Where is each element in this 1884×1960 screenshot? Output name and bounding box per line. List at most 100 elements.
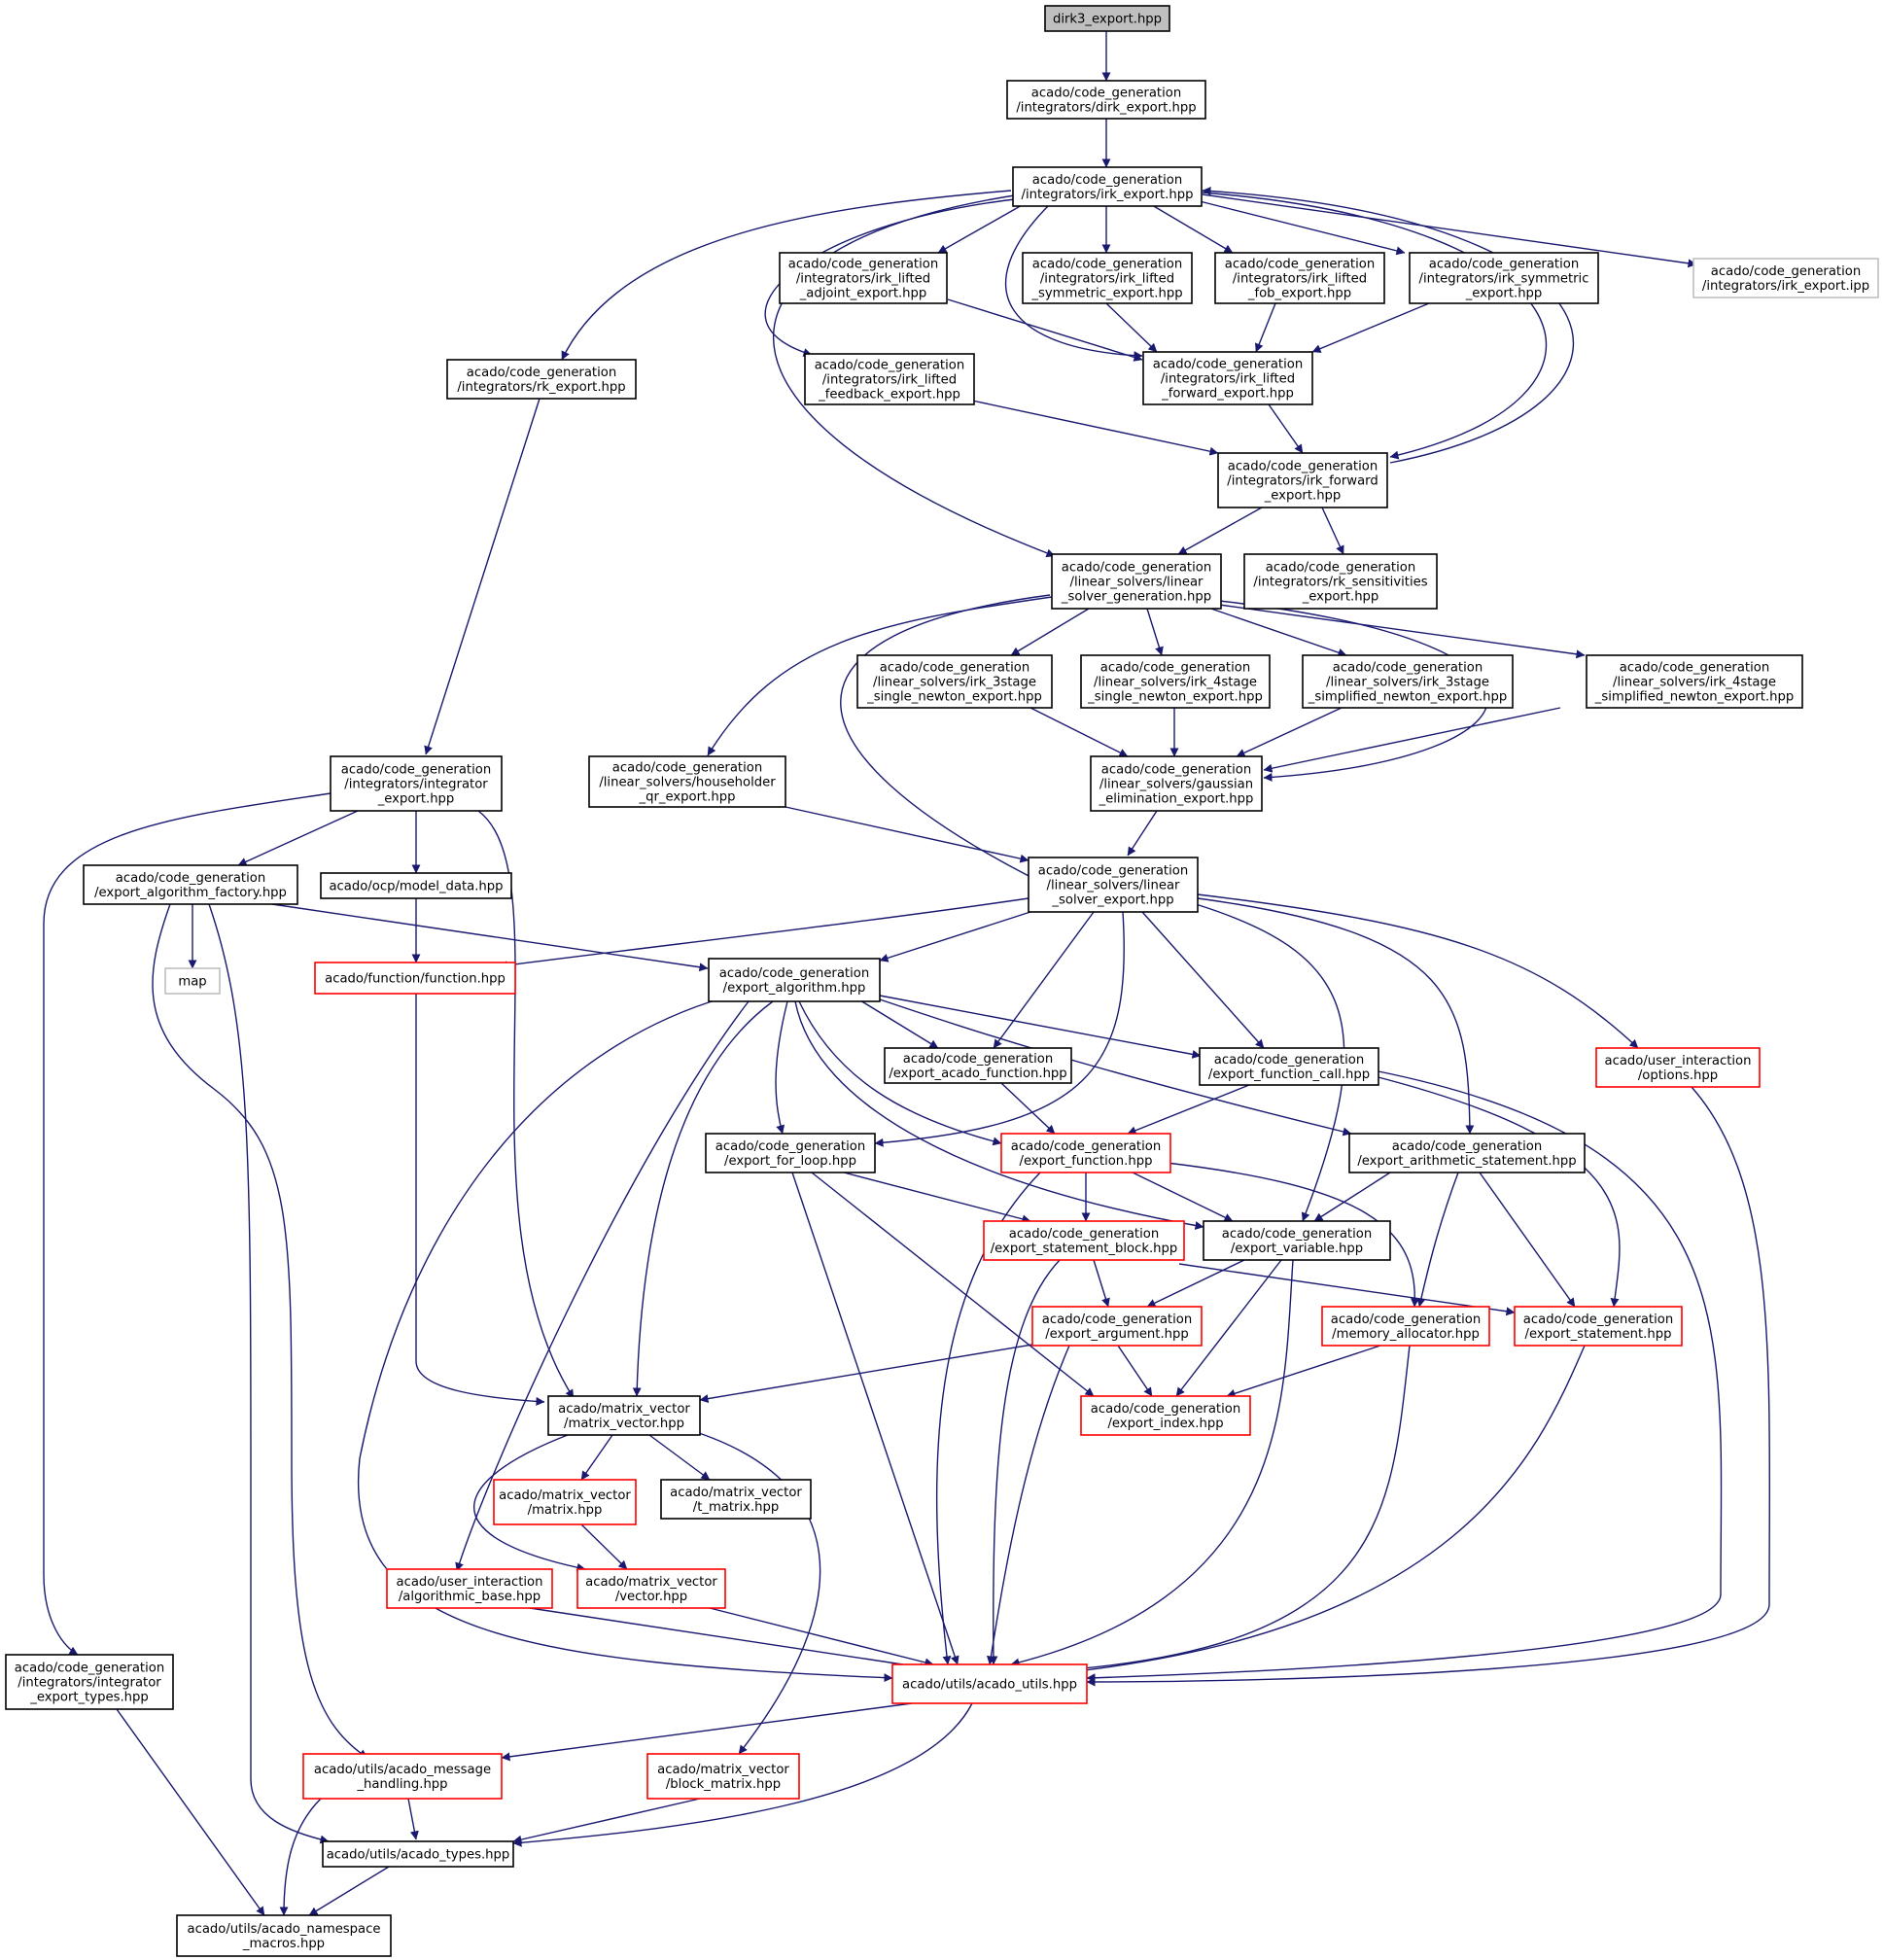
edge-export-algorithm-to-export-function-call <box>879 995 1202 1059</box>
edge-export-algorithm-to-export-function <box>798 1000 1002 1146</box>
node-acado-code-generation-export-function-call-hpp[interactable]: acado/code_generation/export_function_ca… <box>1199 1047 1379 1086</box>
node-box <box>646 1753 800 1800</box>
node-acado-code-generation-linear-solvers-irk-4stage-simplified-newton-export-hpp[interactable]: acado/code_generation/linear_solvers/irk… <box>1586 654 1803 709</box>
node-acado-matrix-vector-t-matrix-hpp[interactable]: acado/matrix_vector/t_matrix.hpp <box>660 1479 812 1520</box>
node-acado-code-generation-integrators-irk-symmetric-export-hpp[interactable]: acado/code_generation/integrators/irk_sy… <box>1409 252 1599 304</box>
node-acado-matrix-vector-matrix-vector-hpp[interactable]: acado/matrix_vector/matrix_vector.hpp <box>547 1395 701 1436</box>
node-acado-code-generation-export-algorithm-hpp[interactable]: acado/code_generation/export_algorithm.h… <box>708 958 881 1002</box>
edge-irk-export-to-linear-solver-generation <box>773 193 1056 558</box>
node-acado-code-generation-integrators-irk-lifted-adjoint-export-hpp[interactable]: acado/code_generation/integrators/irk_li… <box>779 252 948 304</box>
node-acado-code-generation-export-argument-hpp[interactable]: acado/code_generation/export_argument.hp… <box>1031 1306 1203 1347</box>
node-acado-code-generation-integrators-irk-lifted-forward-export-hpp[interactable]: acado/code_generation/integrators/irk_li… <box>1142 351 1313 405</box>
node-box <box>804 353 975 405</box>
node-label-line: acado/user_interaction <box>1605 1054 1752 1068</box>
node-box <box>1031 1306 1203 1347</box>
edge-integrator-export-to-algorithm-factory <box>237 810 359 866</box>
node-acado-code-generation-integrators-irk-lifted-fob-export-hpp[interactable]: acado/code_generation/integrators/irk_li… <box>1214 252 1385 304</box>
node-acado-code-generation-linear-solvers-irk-3stage-simplified-newton-export-hpp[interactable]: acado/code_generation/linear_solvers/irk… <box>1302 654 1514 709</box>
node-label-line: acado/matrix_vector <box>670 1486 802 1500</box>
node-acado-code-generation-linear-solvers-householder-qr-export-hpp[interactable]: acado/code_generation/linear_solvers/hou… <box>588 755 786 808</box>
node-acado-code-generation-integrators-rk-export-hpp[interactable]: acado/code_generation/integrators/rk_exp… <box>446 359 637 400</box>
edge-vector-to-acado-utils <box>709 1607 934 1667</box>
node-acado-code-generation-export-index-hpp[interactable]: acado/code_generation/export_index.hpp <box>1080 1395 1251 1436</box>
node-box <box>576 1568 726 1609</box>
node-acado-user-interaction-algorithmic-base-hpp[interactable]: acado/user_interaction/algorithmic_base.… <box>386 1568 553 1609</box>
node-label-line: /linear_solvers/irk_4stage <box>1613 676 1776 690</box>
node-box <box>1321 1306 1490 1347</box>
edge-export-for-loop-to-statement-block <box>843 1172 1031 1224</box>
node-acado-matrix-vector-block-matrix-hpp[interactable]: acado/matrix_vector/block_matrix.hpp <box>646 1753 800 1800</box>
node-label-line: _macros.hpp <box>242 1937 325 1951</box>
node-acado-code-generation-export-for-loop-hpp[interactable]: acado/code_generation/export_for_loop.hp… <box>705 1133 876 1173</box>
edge-export-function-call-to-export-function <box>1127 1084 1250 1136</box>
edge-arithmetic-statement-to-memory-allocator <box>1416 1172 1459 1308</box>
node-acado-code-generation-export-algorithm-factory-hpp[interactable]: acado/code_generation/export_algorithm_f… <box>83 864 298 905</box>
edge-export-function-call-to-acado-utils <box>1086 1070 1723 1683</box>
node-acado-code-generation-integrators-irk-lifted-feedback-export-hpp[interactable]: acado/code_generation/integrators/irk_li… <box>804 353 975 405</box>
node-label-line: acado/code_generation <box>1429 258 1579 272</box>
edge-linear-solver-export-to-export-acado-function <box>993 911 1095 1049</box>
node-acado-code-generation-linear-solvers-irk-4stage-single-newton-export-hpp[interactable]: acado/code_generation/linear_solvers/irk… <box>1080 654 1271 709</box>
node-acado-code-generation-integrators-irk-lifted-symmetric-export-hpp[interactable]: acado/code_generation/integrators/irk_li… <box>1022 252 1193 304</box>
node-box <box>1302 654 1514 709</box>
node-acado-code-generation-export-variable-hpp[interactable]: acado/code_generation/export_variable.hp… <box>1203 1220 1391 1261</box>
node-acado-code-generation-memory-allocator-hpp[interactable]: acado/code_generation/memory_allocator.h… <box>1321 1306 1490 1347</box>
node-label-line: _single_newton_export.hpp <box>866 690 1042 705</box>
node-label-line: /linear_solvers/irk_4stage <box>1094 676 1257 690</box>
node-acado-matrix-vector-vector-hpp[interactable]: acado/matrix_vector/vector.hpp <box>576 1568 726 1609</box>
edge-irk-lifted-fob-to-irk-lifted-forward <box>1254 302 1276 353</box>
node-acado-function-function-hpp[interactable]: acado/function/function.hpp <box>314 962 516 995</box>
edge-matrix-vector-to-matrix <box>580 1434 613 1481</box>
node-acado-utils-acado-namespace-macros-hpp[interactable]: acado/utils/acado_namespace_macros.hpp <box>176 1914 392 1957</box>
node-acado-code-generation-export-arithmetic-statement-hpp[interactable]: acado/code_generation/export_arithmetic_… <box>1348 1133 1586 1173</box>
node-label-line: acado/utils/acado_utils.hpp <box>902 1678 1077 1693</box>
node-acado-code-generation-integrators-irk-export-ipp[interactable]: acado/code_generation/integrators/irk_ex… <box>1692 258 1879 298</box>
node-acado-code-generation-export-function-hpp[interactable]: acado/code_generation/export_function.hp… <box>1000 1133 1171 1173</box>
node-map[interactable]: map <box>164 967 221 995</box>
node-label-line: acado/code_generation <box>1225 258 1375 272</box>
node-acado-code-generation-export-statement-block-hpp[interactable]: acado/code_generation/export_statement_b… <box>983 1220 1185 1261</box>
node-acado-utils-acado-types-hpp[interactable]: acado/utils/acado_types.hpp <box>322 1840 514 1868</box>
node-acado-code-generation-integrators-irk-export-hpp[interactable]: acado/code_generation/integrators/irk_ex… <box>1012 166 1203 207</box>
node-label-line: acado/utils/acado_message <box>314 1763 491 1777</box>
node-box <box>386 1568 553 1609</box>
node-label-line: acado/code_generation <box>715 1139 865 1154</box>
node-box <box>1000 1133 1171 1173</box>
node-acado-code-generation-integrators-integrator-export-types-hpp[interactable]: acado/code_generation/integrators/integr… <box>5 1654 174 1710</box>
node-acado-ocp-model-data-hpp[interactable]: acado/ocp/model_data.hpp <box>320 872 512 899</box>
node-label-line: _simplified_newton_export.hpp <box>1308 690 1508 705</box>
edge-irk-forward-to-rk-sensitivities <box>1321 507 1344 555</box>
node-acado-code-generation-integrators-integrator-export-hpp[interactable]: acado/code_generation/integrators/integr… <box>330 755 503 812</box>
node-acado-code-generation-linear-solvers-linear-solver-export-hpp[interactable]: acado/code_generation/linear_solvers/lin… <box>1028 857 1199 913</box>
node-label-line: acado/code_generation <box>1100 661 1250 676</box>
node-acado-matrix-vector-matrix-hpp[interactable]: acado/matrix_vector/matrix.hpp <box>493 1479 637 1525</box>
node-dirk3-export-hpp[interactable]: dirk3_export.hpp <box>1044 5 1170 32</box>
node-acado-code-generation-integrators-irk-forward-export-hpp[interactable]: acado/code_generation/integrators/irk_fo… <box>1217 452 1388 508</box>
edge-gaussian-to-linear-solver-export <box>1127 810 1158 857</box>
node-acado-utils-acado-utils-hpp[interactable]: acado/utils/acado_utils.hpp <box>891 1663 1088 1704</box>
edge-linear-solver-generation-to-irk-3stage-simplified <box>1204 606 1347 657</box>
node-label-line: /integrators/dirk_export.hpp <box>1016 101 1196 116</box>
node-acado-code-generation-linear-solvers-linear-solver-generation-hpp[interactable]: acado/code_generation/linear_solvers/lin… <box>1051 553 1222 610</box>
node-acado-code-generation-linear-solvers-gaussian-elimination-export-hpp[interactable]: acado/code_generation/linear_solvers/gau… <box>1090 755 1263 812</box>
edge-export-function-to-memory-allocator <box>1166 1162 1419 1308</box>
edge-irk-export-to-rk-export <box>561 190 1012 361</box>
node-acado-code-generation-integrators-dirk-export-hpp[interactable]: acado/code_generation/integrators/dirk_e… <box>1006 80 1206 120</box>
node-label-line: acado/code_generation <box>1153 358 1303 372</box>
edge-irk-lifted-forward-to-irk-forward <box>1268 403 1304 454</box>
node-label-line: _simplified_newton_export.hpp <box>1594 690 1795 705</box>
node-acado-utils-acado-message-handling-hpp[interactable]: acado/utils/acado_message_handling.hpp <box>302 1753 503 1800</box>
node-label-line: /algorithmic_base.hpp <box>399 1590 541 1604</box>
node-acado-code-generation-export-statement-hpp[interactable]: acado/code_generation/export_statement.h… <box>1514 1306 1683 1347</box>
node-acado-code-generation-integrators-rk-sensitivities-export-hpp[interactable]: acado/code_generation/integrators/rk_sen… <box>1243 553 1438 610</box>
edge-irk-export-to-irk-lifted-fob <box>1146 201 1234 254</box>
node-acado-user-interaction-options-hpp[interactable]: acado/user_interaction/options.hpp <box>1595 1047 1761 1088</box>
node-acado-code-generation-export-acado-function-hpp[interactable]: acado/code_generation/export_acado_funct… <box>884 1047 1072 1084</box>
node-label-line: acado/code_generation <box>1038 864 1188 879</box>
node-label-line: /integrators/irk_export.hpp <box>1022 188 1194 202</box>
edge-algorithm-factory-to-export-algorithm <box>271 903 709 972</box>
node-acado-code-generation-linear-solvers-irk-3stage-single-newton-export-hpp[interactable]: acado/code_generation/linear_solvers/irk… <box>856 654 1053 709</box>
node-label-line: _export_types.hpp <box>29 1691 149 1705</box>
node-label-line: /export_acado_function.hpp <box>889 1067 1066 1081</box>
edge-integrator-export-to-matrix-vector <box>477 810 575 1399</box>
